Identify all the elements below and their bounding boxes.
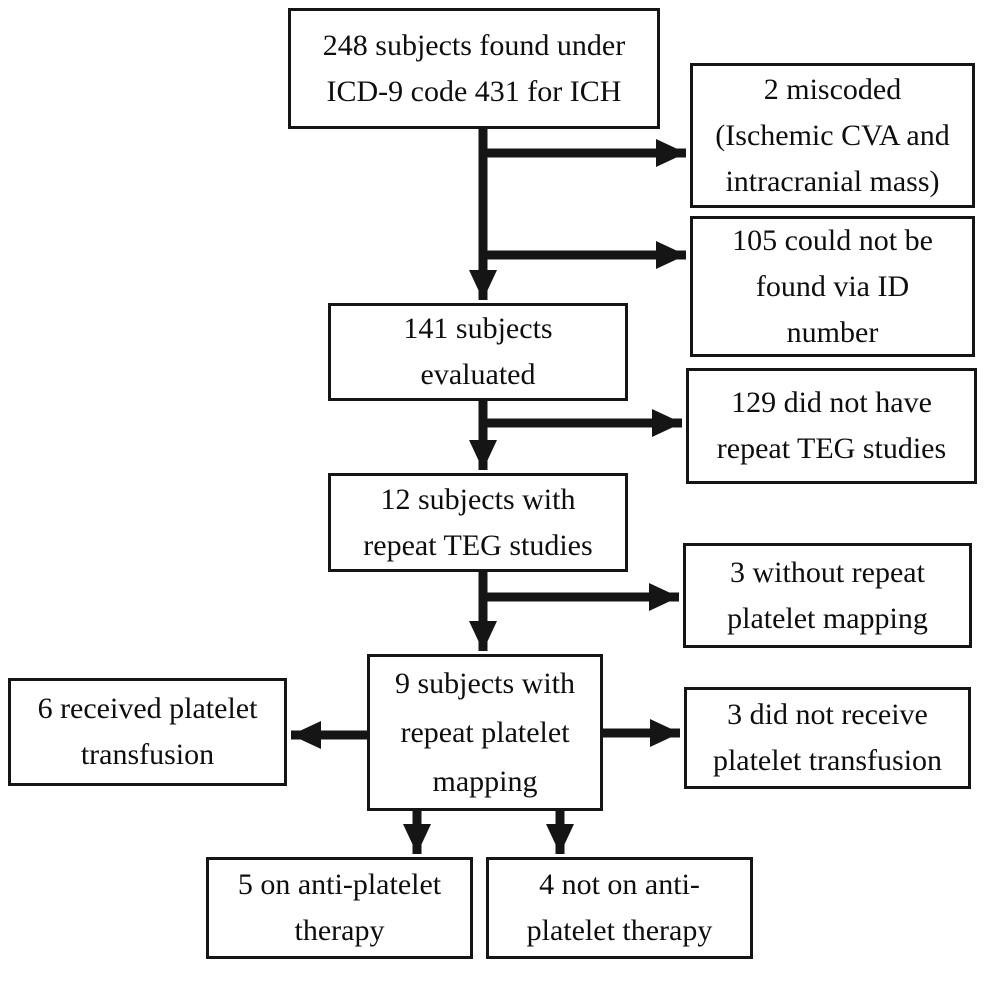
flow-node-subjects-evaluated: 141 subjects evaluated xyxy=(328,303,628,401)
flow-node-no-transfusion: 3 did not receive platelet transfusion xyxy=(684,687,971,789)
flow-node-no-repeat-teg: 129 did not have repeat TEG studies xyxy=(686,368,977,484)
flow-node-repeat-teg: 12 subjects with repeat TEG studies xyxy=(328,473,628,572)
flow-node-no-platelet-mapping: 3 without repeat platelet mapping xyxy=(683,543,972,648)
flow-node-subjects-found: 248 subjects found under ICD-9 code 431 … xyxy=(288,8,660,129)
flow-node-not-on-antiplatelet-therapy: 4 not on anti- platelet therapy xyxy=(486,857,753,959)
flow-node-repeat-platelet-mapping: 9 subjects with repeat platelet mapping xyxy=(367,654,603,811)
flow-node-miscoded: 2 miscoded (Ischemic CVA and intracrania… xyxy=(690,63,975,208)
flow-node-not-found-via-id: 105 could not be found via ID number xyxy=(690,216,975,357)
flow-node-on-antiplatelet-therapy: 5 on anti-platelet therapy xyxy=(206,857,473,959)
flow-node-received-transfusion: 6 received platelet transfusion xyxy=(8,678,287,786)
